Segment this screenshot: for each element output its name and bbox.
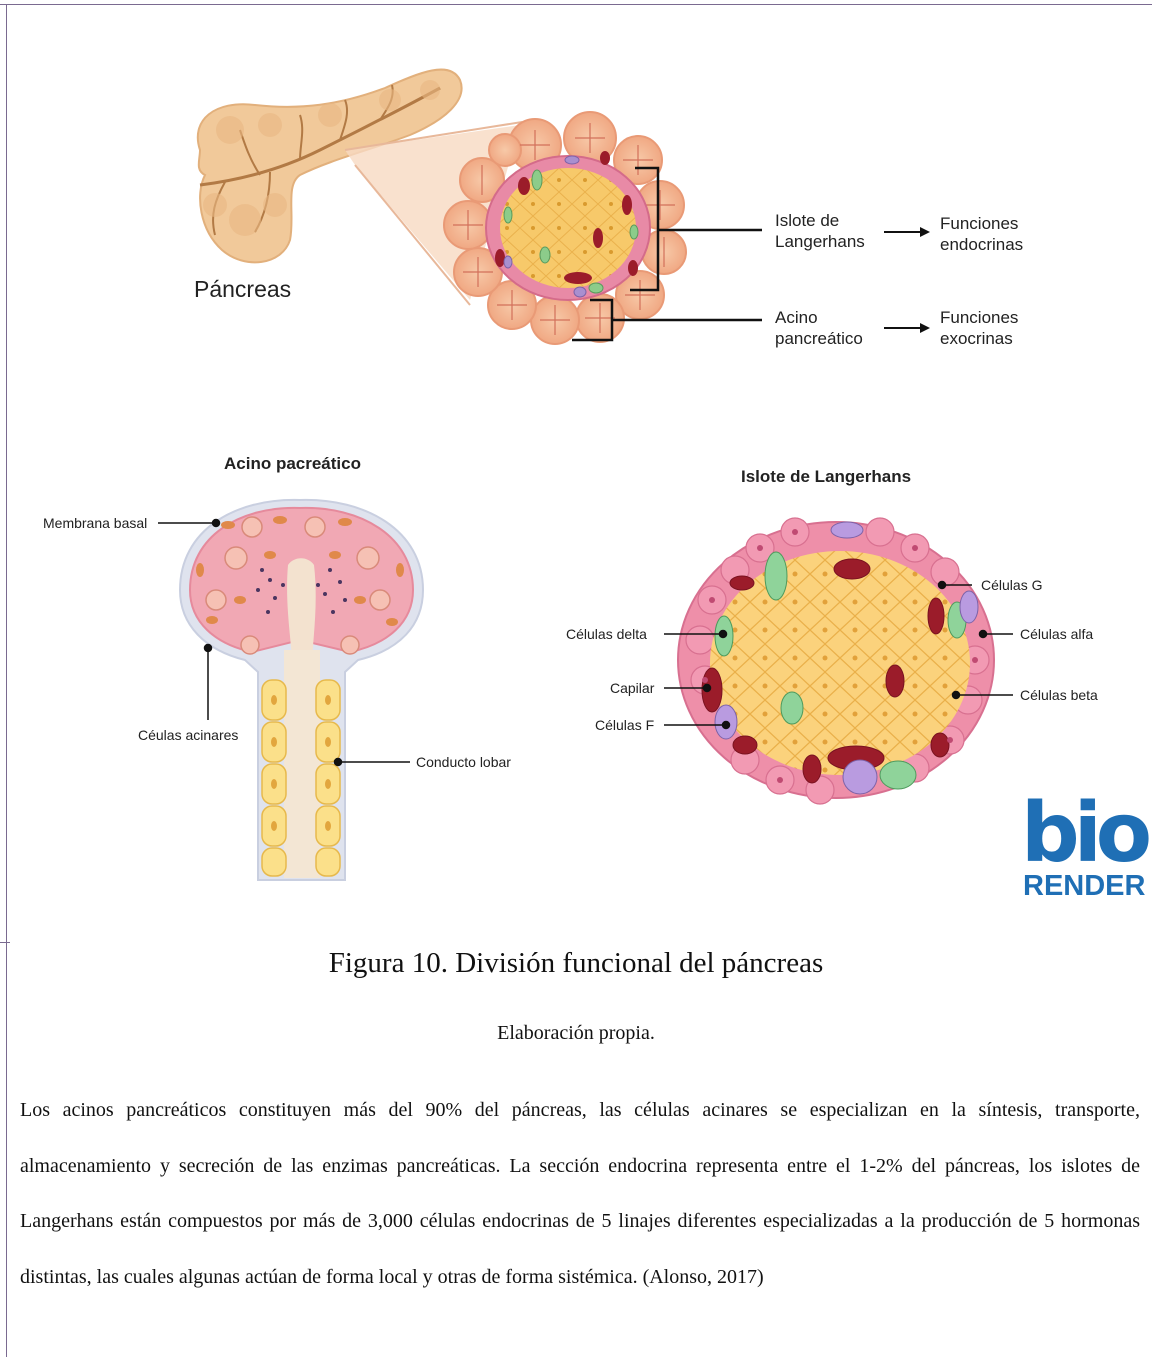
logo-text: RENDER — [1023, 870, 1146, 901]
islet-function-label: Funciones — [940, 214, 1018, 233]
islet-label: Langerhans — [775, 232, 865, 251]
acinus-label: Acino — [775, 308, 818, 327]
figure-source: Elaboración propia. — [0, 1022, 1152, 1045]
arrow-icon — [884, 227, 930, 237]
logo-text: bio — [1021, 791, 1149, 881]
membrane-label: Membrana basal — [43, 515, 147, 531]
body-paragraph: Los acinos pancreáticos constituyen más … — [20, 1083, 1140, 1305]
g-cells-label: Células G — [981, 577, 1042, 593]
acinar-cells-label: Céulas acinares — [138, 727, 238, 743]
islet-title: Islote de Langerhans — [741, 467, 911, 486]
arrow-icon — [884, 323, 930, 333]
acinus-illustration — [180, 500, 423, 880]
f-cells-label: Células F — [595, 717, 654, 733]
duct-label: Conducto lobar — [416, 754, 511, 770]
islet-label: Islote de — [775, 211, 839, 230]
organ-label: Páncreas — [194, 276, 291, 302]
acinus-function-label: exocrinas — [940, 329, 1013, 348]
capillary-label: Capilar — [610, 680, 655, 696]
islet-function-label: endocrinas — [940, 235, 1023, 254]
figure-caption: Figura 10. División funcional del páncre… — [0, 947, 1152, 980]
pancreas-figure: Páncreas Islote de Langerhans Funciones … — [0, 0, 1152, 940]
acinus-title: Acino pacreático — [224, 454, 361, 473]
biorender-logo: bio RENDER — [1021, 791, 1149, 901]
delta-cells-label: Células delta — [566, 626, 647, 642]
acinus-function-label: Funciones — [940, 308, 1018, 327]
page-frame-tick — [0, 942, 10, 943]
acinus-label: pancreático — [775, 329, 863, 348]
islet-illustration — [678, 518, 994, 804]
alpha-cells-label: Células alfa — [1020, 626, 1093, 642]
beta-cells-label: Células beta — [1020, 687, 1098, 703]
